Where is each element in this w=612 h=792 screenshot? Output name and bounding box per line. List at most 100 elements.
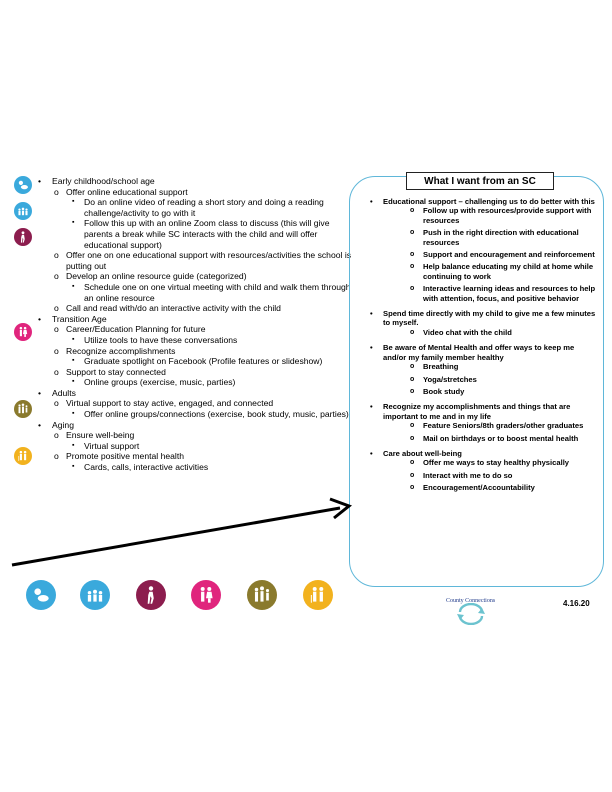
right-list-item: o Push in the right direction with educat… [368, 228, 598, 247]
right-list-item-text: Breathing [423, 362, 459, 372]
bullet-icon: o [54, 366, 59, 377]
right-box-title: What I want from an SC [406, 172, 554, 190]
bullet-icon: o [410, 471, 415, 479]
right-list-item: o Encouragement/Accountability [368, 483, 598, 492]
bottom-elderly-couple-icon [303, 580, 333, 610]
right-list: • Educational support – challenging us to… [368, 197, 598, 496]
left-outline-item: ▪Schedule one on one virtual meeting wit… [36, 282, 356, 303]
bullet-icon: ▪ [72, 357, 75, 365]
bullet-icon: o [54, 271, 59, 282]
right-list-item-text: Help balance educating my child at home … [423, 262, 594, 281]
side-kids-icon [14, 202, 32, 220]
bullet-icon: • [38, 313, 42, 324]
bullet-icon: • [370, 197, 373, 206]
bullet-icon: o [410, 422, 415, 430]
left-outline-item: ▪Cards, calls, interactive activities [36, 462, 356, 473]
left-outline-item: ▪Online groups (exercise, music, parties… [36, 377, 356, 388]
left-outline-item: o Call and read with/do an interactive ac… [36, 303, 356, 314]
right-list-item-text: Be aware of Mental Health and offer ways… [383, 343, 575, 362]
left-outline-item-text: Schedule one on one virtual meeting with… [84, 281, 351, 303]
side-walking-person-icon [14, 228, 32, 246]
right-list-item: o Book study [368, 387, 598, 396]
bullet-icon: • [370, 343, 373, 353]
bullet-icon: o [410, 375, 415, 383]
left-outline-item: ▪ Graduate spotlight on Facebook (Profile… [36, 356, 356, 367]
right-list-item-text: Care about well-being [383, 448, 462, 458]
left-outline-item-text: Adults [52, 387, 76, 398]
right-list-item-text: Spend time directly with my child to giv… [383, 309, 596, 328]
right-list-item: •Care about well-being [368, 449, 598, 458]
bullet-icon: ▪ [72, 410, 75, 418]
left-outline-item: • Adults [36, 388, 356, 399]
left-outline-item-text: Ensure well-being [66, 430, 135, 441]
right-list-item: • Educational support – challenging us to… [368, 197, 598, 206]
bullet-icon: ▪ [72, 463, 75, 471]
bullet-icon: o [54, 186, 59, 197]
side-family-icon [14, 400, 32, 418]
county-connections-logo-icon [457, 603, 485, 625]
left-outline-item: •Early childhood/school age [36, 176, 356, 187]
left-outline-item-text: Offer one on one educational support wit… [66, 250, 352, 271]
bullet-icon: ▪ [72, 335, 75, 343]
side-elderly-couple-icon [14, 447, 32, 465]
right-list-item-text: Recognize my accomplishments and things … [383, 402, 571, 421]
bullet-icon: o [54, 250, 59, 261]
bullet-icon: o [410, 285, 415, 293]
left-outline-item-text: Offer online educational support [66, 186, 188, 197]
bullet-icon: o [54, 398, 59, 409]
right-list-item-text: Offer me ways to stay healthy physically [423, 458, 570, 468]
left-outline-item-text: Online groups (exercise, music, parties) [84, 377, 236, 388]
bullet-icon: o [410, 484, 415, 492]
right-list-item-text: Educational support – challenging us to … [383, 197, 595, 206]
left-outline-item-text: Career/Education Planning for future [66, 324, 206, 335]
left-outline-item-text: Follow this up with an online Zoom class… [84, 218, 330, 250]
bullet-icon: ▪ [72, 219, 75, 227]
right-list-item-text: Interactive learning ideas and resources… [423, 284, 596, 303]
left-outline-item: o Support to stay connected [36, 367, 356, 378]
right-list-item-text: Feature Seniors/8th graders/other gradua… [423, 421, 584, 431]
left-outline-item-text: Virtual support to stay active, engaged,… [66, 398, 274, 409]
bullet-icon: • [370, 402, 373, 412]
bullet-icon: o [54, 451, 59, 462]
left-outline-item-text: Call and read with/do an interactive act… [66, 303, 281, 314]
bullet-icon: o [410, 263, 415, 271]
left-outline-item-text: Utilize tools to have these conversation… [84, 334, 238, 345]
left-outline-item: o Promote positive mental health [36, 451, 356, 462]
left-outline-item-text: Promote positive mental health [66, 451, 184, 462]
bullet-icon: o [54, 303, 59, 314]
bullet-icon: • [38, 176, 42, 186]
right-list-item: o Help balance educating my child at home… [368, 262, 598, 281]
bottom-baby-icon [26, 580, 56, 610]
right-list-item: o Yoga/stretches [368, 375, 598, 384]
left-outline-item-text: Graduate spotlight on Facebook (Profile … [84, 356, 323, 367]
left-outline-item: •Aging [36, 420, 356, 431]
bullet-icon: ▪ [72, 198, 75, 206]
bottom-walking-person-icon [136, 580, 166, 610]
left-outline-item: ▪ Do an online video of reading a short s… [36, 197, 356, 218]
left-outline-item: ▪Virtual support [36, 441, 356, 452]
right-list-item-text: Yoga/stretches [423, 374, 477, 384]
right-list-item: o Feature Seniors/8th graders/other gradu… [368, 421, 598, 430]
left-outline-item: ▪ Utilize tools to have these conversatio… [36, 335, 356, 346]
bottom-family-group-icon [247, 580, 277, 610]
left-outline-item: •Transition Age [36, 314, 356, 325]
right-list-item-text: Book study [423, 386, 465, 396]
right-list-item-text: Encouragement/Accountability [423, 483, 535, 493]
bullet-icon: o [410, 229, 415, 237]
right-list-item-text: Push in the right direction with educati… [423, 228, 579, 247]
bullet-icon: o [410, 387, 415, 395]
left-outline-item-text: Recognize accomplishments [66, 345, 176, 356]
left-outline-item: o Offer online educational support [36, 187, 356, 198]
left-outline-item-text: Support to stay connected [66, 366, 166, 377]
left-outline-item-text: Virtual support [84, 440, 140, 451]
bullet-icon: • [38, 387, 42, 398]
left-outline-item-text: Do an online video of reading a short st… [84, 197, 324, 218]
